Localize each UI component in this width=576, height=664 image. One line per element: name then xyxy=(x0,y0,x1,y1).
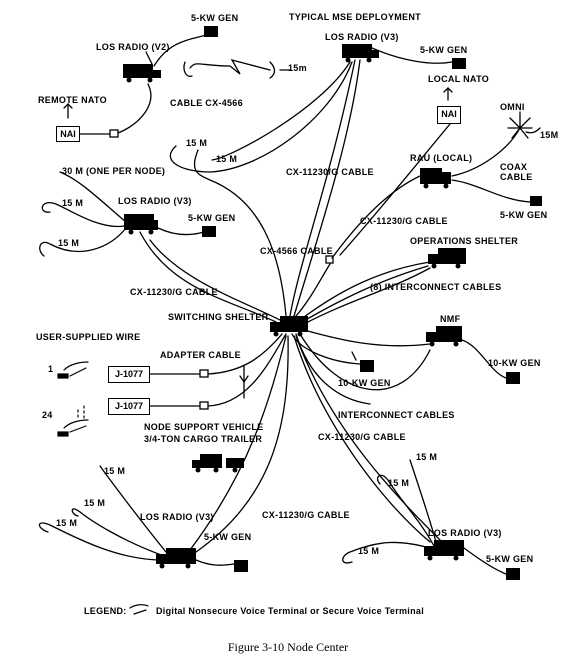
los-radio-v3-top-truck xyxy=(342,44,379,63)
gen-left-label: 5-KW GEN xyxy=(188,213,236,223)
los-v3-bl-antennas xyxy=(38,465,235,566)
omni-label: OMNI xyxy=(500,102,525,112)
nai-remote-box: NAI xyxy=(56,126,80,142)
gen-10kw-right-label: 10-KW GEN xyxy=(488,358,541,368)
interconnect-cables-label: INTERCONNECT CABLES xyxy=(338,410,455,420)
operations-shelter-label: OPERATIONS SHELTER xyxy=(410,236,519,246)
gen-10kw-left-label: 10-KW GEN xyxy=(338,378,391,388)
local-nato-label: LOCAL NATO xyxy=(428,74,489,84)
distance-15m-d: 15 M xyxy=(58,238,80,248)
user-wire-phones xyxy=(57,361,89,437)
j1077-box-a: J-1077 xyxy=(108,366,150,383)
distance-30m-label: 30 M (ONE PER NODE) xyxy=(62,166,166,176)
los-radio-v3-br-truck xyxy=(424,540,464,561)
legend-key-label: LEGEND: xyxy=(84,606,127,616)
distance-15m-f: 15 M xyxy=(84,498,106,508)
cx11230-top-label: CX-11230/G CABLE xyxy=(286,167,374,177)
interconnect-8-lines xyxy=(299,261,431,325)
cx11230-left-lines xyxy=(139,231,281,323)
legend-description: Digital Nonsecure Voice Terminal or Secu… xyxy=(156,606,425,616)
los-radio-v3-left-label: LOS RADIO (V3) xyxy=(118,196,192,206)
los-v3-br-antennas xyxy=(342,459,507,575)
cable-v3top-to-gen xyxy=(371,47,453,64)
omni-15m-label: 15M xyxy=(540,130,559,140)
distance-15m-e: 15 M xyxy=(104,466,126,476)
cx11230-left-label: CX-11230/G CABLE xyxy=(130,287,218,297)
diagram-title: TYPICAL MSE DEPLOYMENT xyxy=(289,12,421,22)
gen-br-label: 5-KW GEN xyxy=(486,554,534,564)
distance-15m-i: 15 M xyxy=(388,478,410,488)
gen-rau xyxy=(530,196,542,206)
los-radio-v2-truck xyxy=(123,64,161,83)
nmf-truck xyxy=(426,326,462,347)
local-nato-lines xyxy=(339,87,453,256)
los-radio-v3-br-label: LOS RADIO (V3) xyxy=(428,528,502,538)
cx11230-right-lines xyxy=(293,335,441,543)
gen-left xyxy=(202,226,216,237)
operations-shelter-truck xyxy=(428,248,466,269)
cx4566-mid-line xyxy=(295,175,421,317)
terminal-number-24: 24 xyxy=(42,410,53,420)
distance-15m-b: 15 M xyxy=(216,154,238,164)
los-radio-v2-label: LOS RADIO (V2) xyxy=(96,42,170,52)
los-v3-left-antennas xyxy=(39,171,205,257)
distance-15m-c: 15 M xyxy=(62,198,84,208)
omni-antenna xyxy=(451,111,541,177)
cargo-trailer-label: 3/4-TON CARGO TRAILER xyxy=(144,434,263,444)
switching-shelter-label: SWITCHING SHELTER xyxy=(168,312,269,322)
gen-top-v2 xyxy=(204,26,218,37)
terminal-number-1: 1 xyxy=(48,364,54,374)
figure-caption: Figure 3-10 Node Center xyxy=(227,640,349,654)
los-radio-v3-bl-truck xyxy=(156,548,196,569)
interconnect-8-label: (8) INTERCONNECT CABLES xyxy=(370,282,502,292)
los-radio-v3-top-label: LOS RADIO (V3) xyxy=(325,32,399,42)
legend-terminal-symbol xyxy=(129,604,149,615)
distance-15m-j: 15 M xyxy=(358,546,380,556)
adapter-cable-label: ADAPTER CABLE xyxy=(160,350,241,360)
remote-nato-lines xyxy=(63,83,152,138)
los-radio-v3-bl-label: LOS RADIO (V3) xyxy=(140,512,214,522)
distance-15m-g: 15 M xyxy=(56,518,78,528)
microwave-link xyxy=(183,58,291,79)
gen-10kw-right xyxy=(506,372,520,384)
gen-10kw-left xyxy=(360,360,374,372)
gen-bl xyxy=(234,560,248,572)
remote-nato-label: REMOTE NATO xyxy=(38,95,107,105)
cx11230-bl-label: CX-11230/G CABLE xyxy=(262,510,350,520)
rau-local-truck xyxy=(420,168,451,189)
adapter-cable-lines xyxy=(149,333,287,410)
j1077-box-b: J-1077 xyxy=(108,398,150,415)
cable-cx4566-top-label: CABLE CX-4566 xyxy=(170,98,243,108)
user-supplied-wire-label: USER-SUPPLIED WIRE xyxy=(36,332,141,342)
cx11230-rau-label: CX-11230/G CABLE xyxy=(360,216,448,226)
cable-los-v2-to-gen xyxy=(153,33,211,67)
distance-15m-a: 15 M xyxy=(186,138,208,148)
gen-rau-label: 5-KW GEN xyxy=(500,210,548,220)
gen-top-v2-label: 5-KW GEN xyxy=(191,13,239,23)
gen-top-v3-label: 5-KW GEN xyxy=(420,45,468,55)
distance-15m-h: 15 M xyxy=(416,452,438,462)
cx11230-bl-lines xyxy=(189,335,289,553)
gen-top-v3 xyxy=(452,58,466,69)
los-radio-v2-antenna xyxy=(145,51,153,65)
node-support-vehicle xyxy=(192,454,244,473)
cx11230-to-v3top xyxy=(169,59,361,317)
gen-bl-label: 5-KW GEN xyxy=(204,532,252,542)
gen-br xyxy=(506,568,520,580)
distance-15m-top: 15m xyxy=(288,63,307,73)
cx4566-mid-label: CX-4566 CABLE xyxy=(260,246,333,256)
node-support-vehicle-label: NODE SUPPORT VEHICLE xyxy=(144,422,264,432)
los-radio-v3-left-truck xyxy=(124,214,158,235)
nai-local-box: NAI xyxy=(437,106,461,124)
coax-cable-label: COAX CABLE xyxy=(500,162,533,182)
nmf-label: NMF xyxy=(440,314,461,324)
switching-to-gens xyxy=(291,329,507,379)
coax-to-gen xyxy=(451,179,531,203)
rau-local-label: RAU (LOCAL) xyxy=(410,153,473,163)
cx11230-right-label: CX-11230/G CABLE xyxy=(318,432,406,442)
